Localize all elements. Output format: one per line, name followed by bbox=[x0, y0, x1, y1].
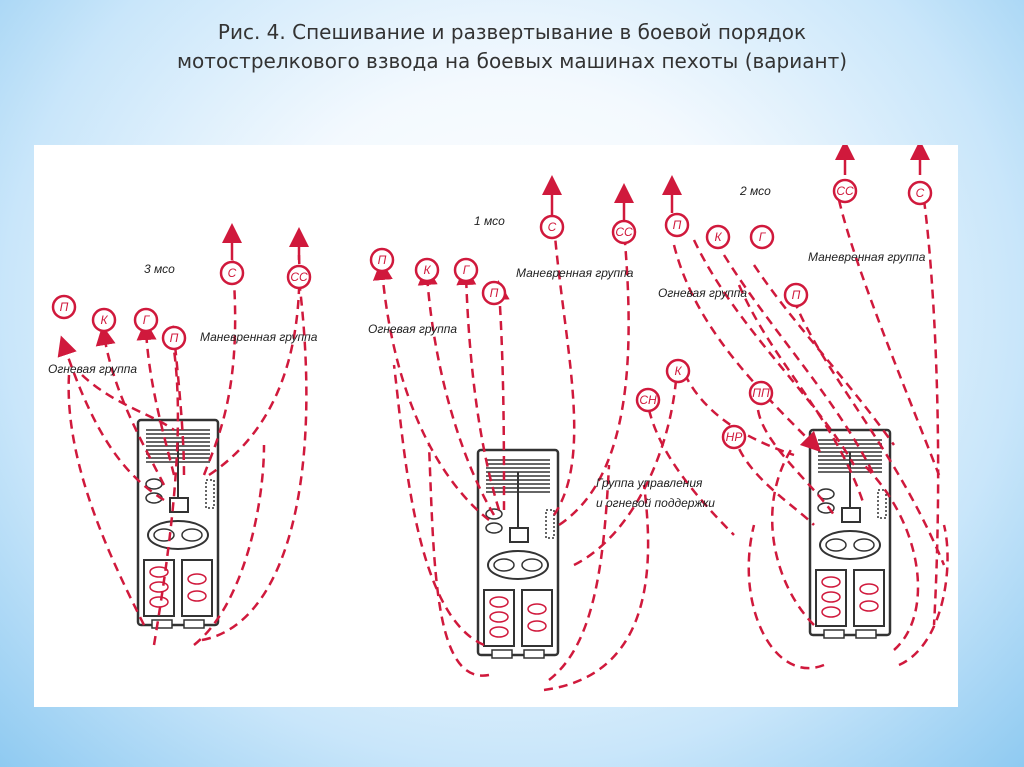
s2-soldier-4: П bbox=[792, 288, 801, 302]
s1-soldier-5: С bbox=[548, 220, 557, 234]
cmd-soldier-1: СН bbox=[639, 393, 657, 407]
command-group-line-1: Группа управления bbox=[596, 476, 703, 490]
squad3-name: 3 мсо bbox=[144, 262, 175, 276]
figure-title: Рис. 4. Спешивание и развертывание в бое… bbox=[0, 18, 1024, 76]
squad2-maneuver-group: Маневренная группа bbox=[808, 250, 926, 264]
title-line-2: мотострелкового взвода на боевых машинах… bbox=[176, 49, 848, 73]
s2-soldier-5: СС bbox=[836, 184, 854, 198]
vehicle-2mso bbox=[808, 428, 892, 640]
cmd-soldier-2: К bbox=[674, 364, 682, 378]
s1-soldier-4: П bbox=[490, 286, 499, 300]
title-line-1: Рис. 4. Спешивание и развертывание в бое… bbox=[217, 20, 807, 44]
soldier-labels: П К Г П С СС П К Г П С СС П К Г П СС С С… bbox=[60, 184, 925, 444]
s3-soldier-2: К bbox=[100, 313, 108, 327]
cmd-soldier-4: НР bbox=[726, 430, 743, 444]
s3-soldier-3: Г bbox=[143, 313, 151, 327]
arrow-stems bbox=[222, 140, 930, 260]
s1-soldier-1: П bbox=[378, 253, 387, 267]
diagram-panel: П К Г П С СС П К Г П С СС П К Г П СС С С… bbox=[34, 140, 958, 707]
deployment-diagram: П К Г П С СС П К Г П С СС П К Г П СС С С… bbox=[48, 140, 949, 692]
squad3-fire-group: Огневая группа bbox=[48, 362, 137, 376]
s1-soldier-6: СС bbox=[615, 225, 633, 239]
group-labels: 3 мсо Огневая группа Маневренная группа … bbox=[48, 184, 926, 510]
s3-soldier-6: СС bbox=[290, 270, 308, 284]
soldier-markers bbox=[51, 178, 933, 450]
squad1-name: 1 мсо bbox=[474, 214, 505, 228]
squad1-fire-group: Огневая группа bbox=[368, 322, 457, 336]
squad3-maneuver-group: Маневренная группа bbox=[200, 330, 318, 344]
s2-soldier-2: К bbox=[714, 230, 722, 244]
command-group-line-2: и огневой поддержки bbox=[596, 496, 715, 510]
s2-soldier-3: Г bbox=[759, 230, 767, 244]
s1-soldier-2: К bbox=[423, 263, 431, 277]
s2-soldier-1: П bbox=[673, 218, 682, 232]
squad1-maneuver-group: Маневренная группа bbox=[516, 266, 634, 280]
s3-soldier-5: С bbox=[228, 266, 237, 280]
s2-soldier-6: С bbox=[916, 186, 925, 200]
squad2-name: 2 мсо bbox=[739, 184, 771, 198]
squad2-fire-group: Огневая группа bbox=[658, 286, 747, 300]
cmd-soldier-3: ПП bbox=[752, 386, 770, 400]
s1-soldier-3: Г bbox=[463, 263, 471, 277]
deployment-routes bbox=[57, 199, 949, 692]
s3-soldier-1: П bbox=[60, 300, 69, 314]
s3-soldier-4: П bbox=[170, 331, 179, 345]
